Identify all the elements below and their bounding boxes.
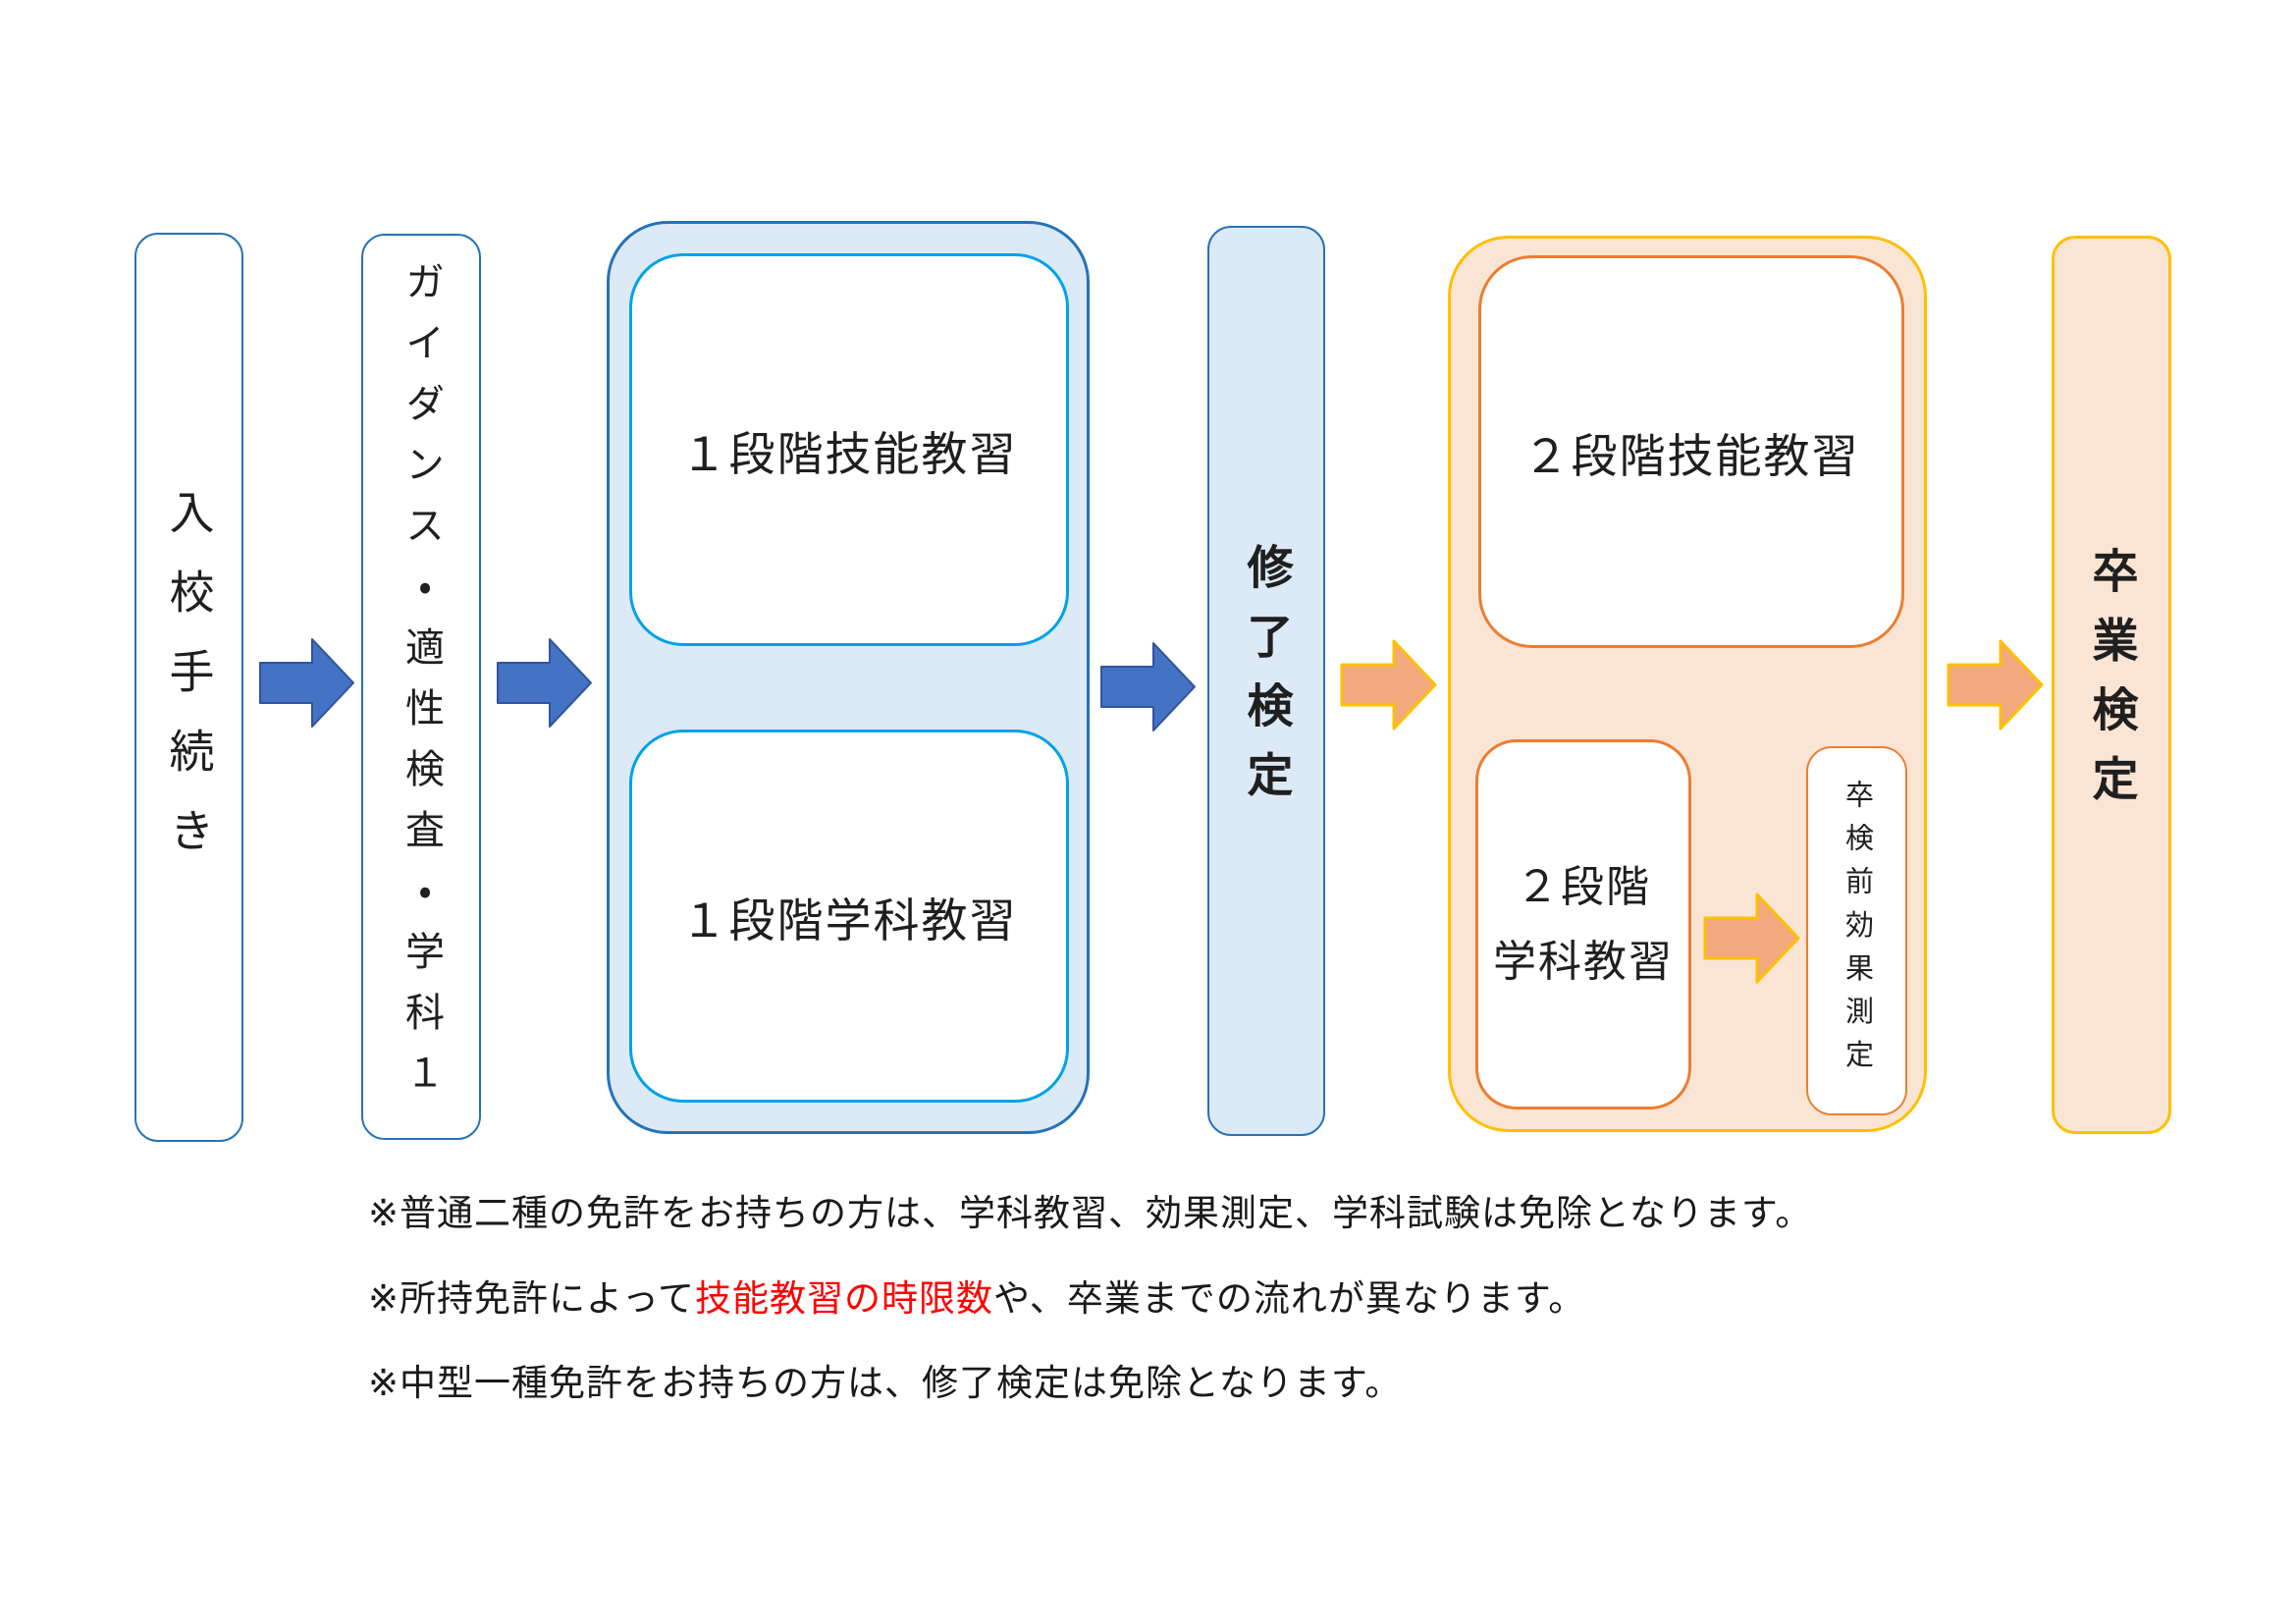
stage1-container: １段階技能教習 １段階学科教習 (607, 221, 1090, 1134)
right-arrow-icon (1100, 642, 1196, 731)
right-arrow-icon (1703, 893, 1800, 984)
flow-arrow-gakka-to-pregrad-test (1703, 892, 1801, 985)
stage1-classroom-training-box: １段階学科教習 (629, 730, 1069, 1103)
right-arrow-icon (1340, 639, 1437, 731)
stage1-classroom-training-label: １段階学科教習 (680, 893, 1018, 947)
note-red-highlight: 技能教習の時限数 (695, 1278, 994, 1319)
flow-arrow-shuryo-to-stage2 (1340, 638, 1438, 731)
stage1-skill-training-label: １段階技能教習 (680, 427, 1018, 480)
stage2-classroom-line2: 学科教習 (1493, 937, 1674, 986)
note-line-2-suffix: や、卒業までの流れが異なります。 (993, 1278, 1586, 1319)
entry-procedure-box: 入校手続き (134, 233, 243, 1142)
right-arrow-icon (497, 638, 592, 728)
stage2-skill-training-box: ２段階技能教習 (1478, 255, 1904, 648)
flow-arrow-stage2-to-sotsugyo (1947, 638, 2045, 731)
stage2-classroom-training-label: ２段階 学科教習 (1493, 850, 1674, 999)
stage2-skill-training-label: ２段階技能教習 (1522, 429, 1860, 482)
completion-test-label: 修了検定 (1240, 542, 1293, 820)
entry-procedure-label: 入校手続き (163, 488, 215, 887)
flow-arrow-entry-to-guidance (258, 636, 356, 730)
note-line-2: ※所持免許によって技能教習の時限数や、卒業までの流れが異なります。 (368, 1275, 1585, 1323)
note-line-3: ※中型一種免許をお持ちの方は、修了検定は免除となります。 (368, 1363, 1403, 1403)
right-arrow-icon (1947, 639, 2044, 731)
guidance-aptitude-box: ガイダンス・適性検査・学科１ (361, 234, 481, 1140)
pre-graduation-effect-test-label: 卒検前効果測定 (1841, 779, 1873, 1083)
pre-graduation-effect-test-box: 卒検前効果測定 (1806, 746, 1907, 1115)
stage2-classroom-training-box: ２段階 学科教習 (1475, 739, 1691, 1110)
graduation-test-box: 卒業検定 (2052, 236, 2171, 1134)
completion-test-box: 修了検定 (1207, 226, 1325, 1136)
flow-arrow-guidance-to-stage1 (496, 636, 594, 730)
note-line-1: ※普通二種の免許をお持ちの方は、学科教習、効果測定、学科試験は免除となります。 (368, 1193, 1813, 1233)
graduation-test-label: 卒業検定 (2085, 546, 2138, 824)
stage1-skill-training-box: １段階技能教習 (629, 253, 1069, 646)
stage2-container: ２段階技能教習 ２段階 学科教習 卒検前効果測定 (1448, 236, 1927, 1132)
guidance-aptitude-label: ガイダンス・適性検査・学科１ (400, 260, 443, 1113)
right-arrow-icon (259, 638, 354, 728)
stage2-classroom-line1: ２段階 (1516, 862, 1651, 911)
flow-arrow-stage1-to-shuryo (1099, 640, 1198, 733)
note-line-2-prefix: ※所持免許によって (368, 1278, 696, 1319)
